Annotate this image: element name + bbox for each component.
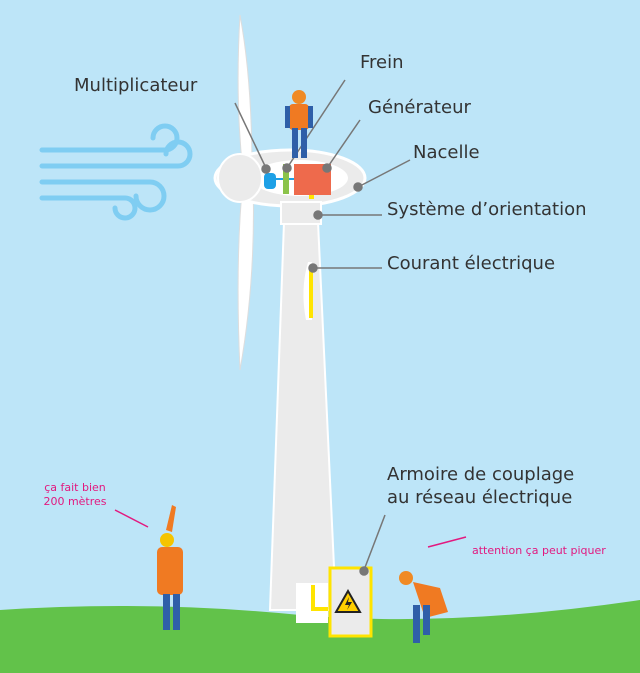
speech-left-line1: ça fait bien: [44, 481, 106, 494]
worker-on-nacelle: [285, 90, 313, 158]
hub: [217, 153, 263, 203]
multiplier: [264, 173, 276, 189]
speech-lines: [114, 509, 467, 548]
brake: [283, 164, 289, 194]
worker-pointing-up: [157, 505, 183, 630]
label-courant: Courant électrique: [387, 253, 556, 274]
generator-cable: [309, 195, 314, 199]
label-armoire-line2: au réseau électrique: [387, 487, 573, 508]
lower-blade: [237, 179, 254, 371]
ground: [0, 600, 640, 673]
tower: [268, 221, 338, 611]
upper-blade: [237, 14, 253, 173]
label-frein: Frein: [360, 52, 404, 73]
high-voltage-warning-icon: [334, 588, 362, 613]
label-generateur: Générateur: [368, 97, 471, 118]
label-multiplicateur: Multiplicateur: [74, 75, 198, 96]
wind-icon: [39, 123, 193, 221]
worker-bending: [399, 571, 448, 643]
leader-lines: [234, 79, 411, 576]
label-nacelle: Nacelle: [413, 142, 480, 163]
speech-right: attention ça peut piquer: [472, 544, 606, 557]
door-cable: [311, 585, 328, 611]
speech-left-line2: 200 mètres: [43, 495, 107, 508]
label-armoire-line1: Armoire de couplage: [387, 464, 575, 485]
label-orientation: Système d’orientation: [387, 199, 587, 220]
